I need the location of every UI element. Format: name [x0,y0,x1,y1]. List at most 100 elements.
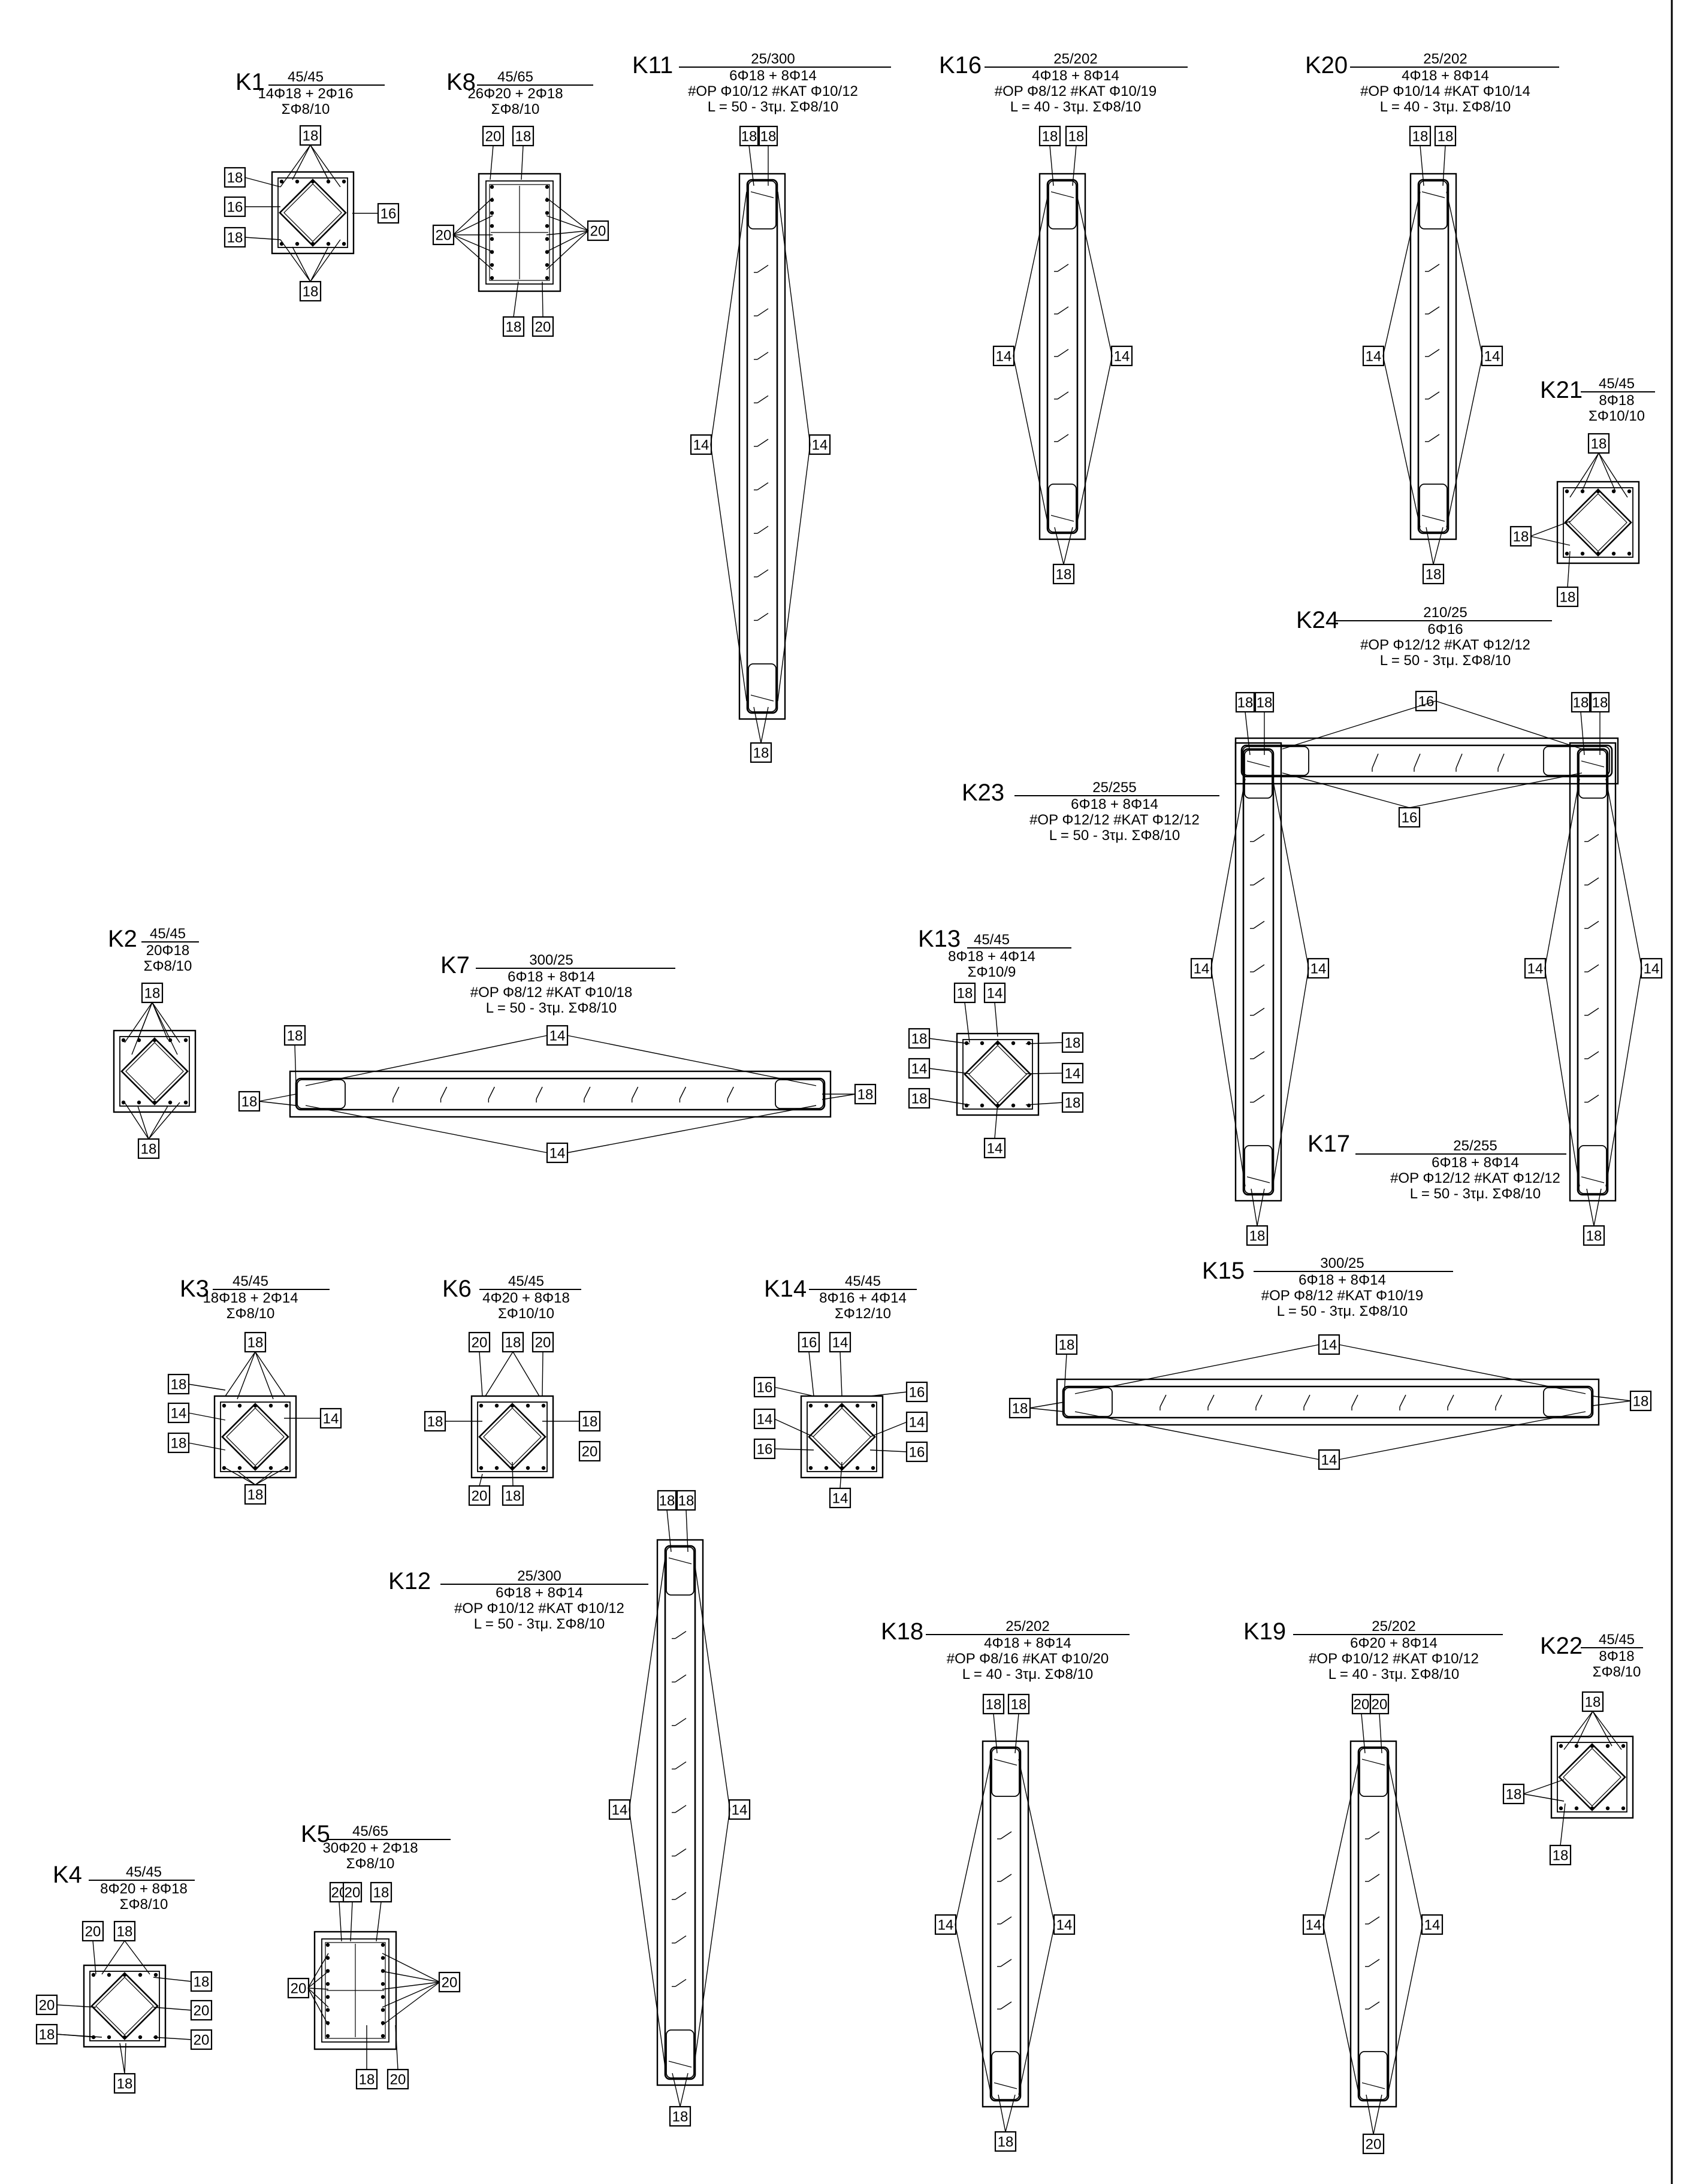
section-bars: 8Φ18 [1599,1648,1634,1665]
bar-diameter-tag: 18 [244,1331,267,1353]
section-bars: 18Φ18 + 2Φ14 [203,1290,298,1306]
bar-diameter-tag: 18 [657,1490,677,1511]
bar-diameter-tag: 18 [1007,1693,1030,1715]
bar-diameter-label: 14 [323,1411,339,1427]
section-dims: 45/45 [845,1273,881,1289]
bar-diameter-label: 16 [1402,810,1418,826]
column-section-k1 [271,171,355,255]
section-bars: 26Φ20 + 2Φ18 [467,86,563,102]
column-section-k3 [213,1395,297,1479]
bar-diameter-label: 18 [141,1141,157,1158]
section-note: L = 50 - 3τμ. ΣΦ8/10 [1380,653,1511,669]
bar-diameter-tag: 18 [512,125,535,147]
bar-diameter-label: 20 [442,1975,458,1991]
bar-diameter-tag: 14 [905,1411,928,1433]
bar-diameter-label: 14 [171,1406,187,1422]
bar-diameter-tag: 20 [532,1331,554,1353]
bar-diameter-label: 18 [1065,1035,1081,1052]
section-bars: 30Φ20 + 2Φ18 [322,1840,418,1856]
bar-diameter-tag: 18 [1246,1225,1269,1246]
bar-diameter-label: 18 [672,2109,689,2125]
bar-diameter-label: 18 [998,2134,1014,2150]
section-stirrups: #ΟΡ Φ12/12 #ΚΑΤ Φ12/12 [1029,812,1200,828]
column-section-k8 [478,173,561,292]
bar-diameter-tag: 20 [432,224,455,246]
bar-diameter-tag: 16 [905,1441,928,1463]
bar-diameter-tag: 20 [482,125,505,147]
bar-diameter-tag: 18 [953,982,976,1004]
section-note: L = 40 - 3τμ. ΣΦ8/10 [962,1666,1094,1682]
section-bars: 6Φ20 + 8Φ14 [1350,1635,1438,1651]
bar-diameter-tag: 18 [299,280,322,302]
bar-diameter-label: 14 [732,1802,748,1819]
section-dims: 300/25 [529,952,573,968]
section-dims: 25/202 [1005,1618,1049,1635]
section-bars: 20Φ18 [146,943,190,959]
bar-diameter-label: 18 [117,1924,133,1940]
column-id: K21 [1540,377,1583,403]
bar-diameter-tag: 18 [1061,1092,1084,1113]
section-dims: 45/45 [974,932,1010,948]
bar-diameter-label: 18 [1257,695,1273,711]
bar-diameter-label: 18 [1560,590,1576,606]
bar-diameter-tag: 18 [1052,563,1075,585]
bar-diameter-tag: 14 [1318,1334,1340,1355]
bar-diameter-label: 18 [659,1493,675,1509]
wall-section-k20 [1409,173,1457,540]
wall-section-k16 [1038,173,1086,540]
bar-diameter-tag: 18 [1509,525,1532,547]
column-id: K13 [918,926,961,952]
section-dims: 25/300 [751,51,795,67]
wall-section-k11 [738,173,786,720]
section-stirrups: ΣΦ10/10 [1589,408,1645,424]
bar-diameter-label: 20 [535,319,551,336]
bar-diameter-tag: 18 [854,1083,877,1105]
bar-diameter-tag: 18 [137,1138,160,1159]
bar-diameter-label: 18 [1585,1694,1601,1711]
bar-diameter-label: 14 [1424,1917,1441,1934]
bar-diameter-label: 14 [911,1061,928,1077]
bar-diameter-tag: 14 [1640,957,1663,979]
section-stirrups: #ΟΡ Φ8/12 #ΚΑΤ Φ10/19 [1261,1288,1423,1304]
bar-diameter-label: 14 [1310,961,1327,977]
bar-diameter-tag: 18 [750,742,772,763]
section-dims: 45/45 [232,1273,268,1289]
bar-diameter-tag: 14 [690,434,712,455]
bar-diameter-tag: 18 [370,1881,392,1903]
section-note: L = 50 - 3τμ. ΣΦ8/10 [474,1616,605,1632]
bar-diameter-tag: 18 [669,2106,691,2127]
wall-section-k7 [289,1070,832,1118]
bar-diameter-label: 18 [1426,567,1442,583]
bar-diameter-label: 14 [693,437,709,454]
column-id: K23 [962,780,1004,806]
bar-diameter-tag: 18 [1502,1783,1525,1805]
section-dims: 25/255 [1092,780,1136,796]
bar-diameter-tag: 16 [377,203,400,224]
bar-diameter-label: 14 [1114,349,1130,365]
bar-diameter-tag: 20 [190,2029,213,2050]
bar-diameter-label: 18 [1011,1697,1027,1713]
column-id: K20 [1305,52,1348,78]
bar-diameter-tag: 14 [1110,345,1133,367]
bar-diameter-tag: 14 [992,345,1015,367]
bar-diameter-tag: 18 [1581,1691,1604,1712]
section-bars: 6Φ16 [1427,621,1463,638]
bar-diameter-label: 18 [171,1436,187,1452]
section-stirrups: #ΟΡ Φ10/12 #ΚΑΤ Φ10/12 [688,83,858,99]
bar-diameter-label: 14 [549,1028,566,1044]
bar-diameter-tag: 18 [167,1373,190,1395]
bar-diameter-tag: 20 [35,1994,58,2016]
bar-diameter-tag: 18 [1055,1334,1078,1355]
bar-diameter-label: 20 [345,1885,361,1901]
column-id: K12 [388,1568,431,1594]
bar-diameter-label: 18 [1065,1095,1081,1111]
bar-diameter-label: 14 [1527,961,1544,977]
bar-diameter-label: 20 [1366,2137,1382,2153]
wall-section-k23 [1234,742,1282,1202]
